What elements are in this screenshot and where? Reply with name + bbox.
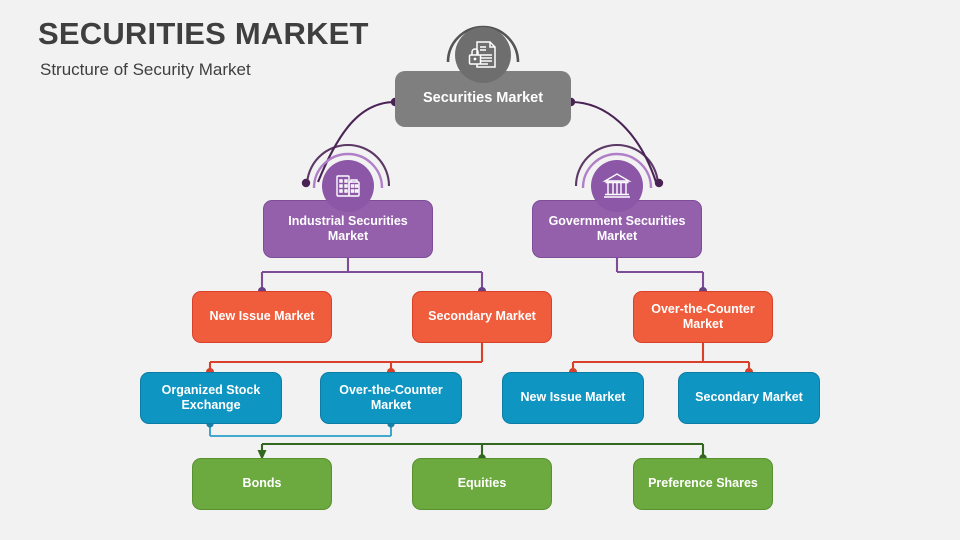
node-label: Organized Stock Exchange bbox=[161, 382, 261, 412]
node-label: Preference Shares bbox=[648, 476, 758, 491]
node-new-issue-market-secondary[interactable]: New Issue Market bbox=[502, 372, 644, 424]
edge-secondary-to-blue bbox=[208, 343, 484, 372]
edge-dot bbox=[301, 178, 311, 188]
node-label: Bonds bbox=[242, 476, 282, 491]
node-over-the-counter-market-secondary[interactable]: Over-the-Counter Market bbox=[320, 372, 462, 424]
node-industrial-securities-market[interactable]: Industrial Securities Market bbox=[263, 200, 433, 258]
node-organized-stock-exchange[interactable]: Organized Stock Exchange bbox=[140, 372, 282, 424]
node-label: Industrial Securities Market bbox=[288, 213, 408, 243]
node-secondary-market-secondary[interactable]: Secondary Market bbox=[678, 372, 820, 424]
node-equities[interactable]: Equities bbox=[412, 458, 552, 510]
page-title: SECURITIES MARKET bbox=[38, 16, 369, 51]
node-secondary-market-primary[interactable]: Secondary Market bbox=[412, 291, 552, 343]
document-lock-icon bbox=[455, 27, 511, 83]
edge-industrial-to-orange bbox=[260, 258, 484, 291]
node-label: Equities bbox=[457, 476, 507, 491]
office-buildings-icon bbox=[322, 160, 374, 212]
node-label: Over-the-Counter Market bbox=[651, 301, 755, 331]
node-label: New Issue Market bbox=[520, 390, 626, 405]
edge-blue-pair-join bbox=[209, 424, 392, 437]
node-bonds[interactable]: Bonds bbox=[192, 458, 332, 510]
node-label: Secondary Market bbox=[695, 390, 803, 405]
node-label: Over-the-Counter Market bbox=[339, 382, 443, 412]
edge-otc-to-blue bbox=[571, 343, 751, 372]
node-label: New Issue Market bbox=[209, 309, 315, 324]
node-label: Securities Market bbox=[422, 90, 544, 107]
page-subtitle: Structure of Security Market bbox=[40, 60, 251, 79]
bank-classical-icon bbox=[591, 160, 643, 212]
node-new-issue-market-primary[interactable]: New Issue Market bbox=[192, 291, 332, 343]
node-preference-shares[interactable]: Preference Shares bbox=[633, 458, 773, 510]
node-label: Government Securities Market bbox=[548, 213, 686, 243]
edge-dot bbox=[654, 178, 664, 188]
node-over-the-counter-market-primary[interactable]: Over-the-Counter Market bbox=[633, 291, 773, 343]
edge-bus-to-green bbox=[260, 442, 705, 458]
node-label: Secondary Market bbox=[428, 309, 536, 324]
edge-government-to-orange bbox=[615, 258, 705, 291]
